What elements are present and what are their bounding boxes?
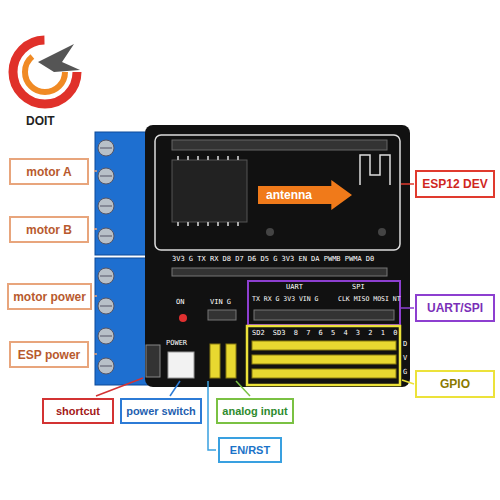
leader-lines — [94, 171, 414, 450]
arrow-label: antenna — [258, 180, 352, 210]
callout-text: ESP power — [18, 348, 80, 362]
silkscreen-label: SD2 SD3 8 7 6 5 4 3 2 1 0 — [252, 330, 397, 337]
chip-pins — [178, 156, 238, 226]
pad — [378, 228, 386, 236]
uart-spi-highlight — [248, 281, 400, 325]
driver-chip — [172, 160, 247, 222]
callout-text: motor B — [26, 223, 72, 237]
silkscreen-label: VIN G — [210, 299, 231, 306]
power-switch-connector — [168, 352, 194, 378]
callout-text: UART/SPI — [427, 301, 483, 315]
silkscreen-label: ON — [176, 299, 184, 306]
callout-box: GPIO — [415, 370, 495, 398]
silkscreen-label: 3V3 G TX RX D8 D7 D6 D5 G 3V3 EN DA PWMB… — [172, 256, 374, 263]
callout-box: EN/RST — [218, 437, 282, 463]
callout-text: motor power — [13, 290, 86, 304]
callout-box: power switch — [120, 398, 202, 424]
callout-box: ESP power — [9, 341, 89, 368]
brand-name: DOIT — [26, 115, 55, 127]
callout-text: analog input — [222, 405, 287, 417]
callout-text: ESP12 DEV — [422, 177, 487, 191]
callout-text: motor A — [26, 165, 72, 179]
callout-box: analog input — [216, 398, 294, 424]
callout-text: GPIO — [440, 377, 470, 391]
silkscreen-label: POWER — [166, 340, 187, 347]
callout-text: antenna — [266, 188, 312, 202]
silkscreen-label: G — [403, 369, 407, 376]
pcb-antenna — [360, 155, 390, 185]
callout-text: power switch — [126, 405, 196, 417]
terminal-block — [95, 258, 150, 385]
callout-box: ESP12 DEV — [415, 170, 495, 198]
callout-box: motor B — [9, 216, 89, 243]
callout-box: shortcut — [42, 398, 114, 424]
pad — [266, 228, 274, 236]
header-pins-top — [172, 140, 387, 150]
callout-text: shortcut — [56, 405, 100, 417]
header-pins-mid — [172, 268, 387, 276]
callout-box: UART/SPI — [415, 294, 495, 322]
jumper-pins — [146, 345, 160, 377]
silkscreen-label: UART — [286, 284, 303, 291]
analog-pins — [210, 344, 236, 378]
callout-box: motor power — [7, 283, 92, 310]
silkscreen-label: TX RX G 3V3 VIN G — [252, 296, 319, 303]
power-led — [179, 314, 187, 322]
silkscreen-label: D — [403, 341, 407, 348]
module-outline — [155, 135, 400, 250]
uart-pins — [254, 310, 394, 320]
gpio-pins — [252, 341, 396, 378]
silkscreen-label: SPI — [352, 284, 365, 291]
vin-pins — [208, 310, 236, 320]
silkscreen-label: V — [403, 355, 407, 362]
callout-box: motor A — [9, 158, 89, 185]
callout-text: EN/RST — [230, 444, 270, 456]
gpio-highlight — [247, 326, 400, 385]
silkscreen-label: CLK MISO MOSI NT — [338, 296, 401, 303]
logo-mark — [13, 40, 80, 104]
terminal-block — [95, 132, 150, 255]
pcb — [145, 125, 410, 387]
terminal-screws — [98, 140, 114, 374]
